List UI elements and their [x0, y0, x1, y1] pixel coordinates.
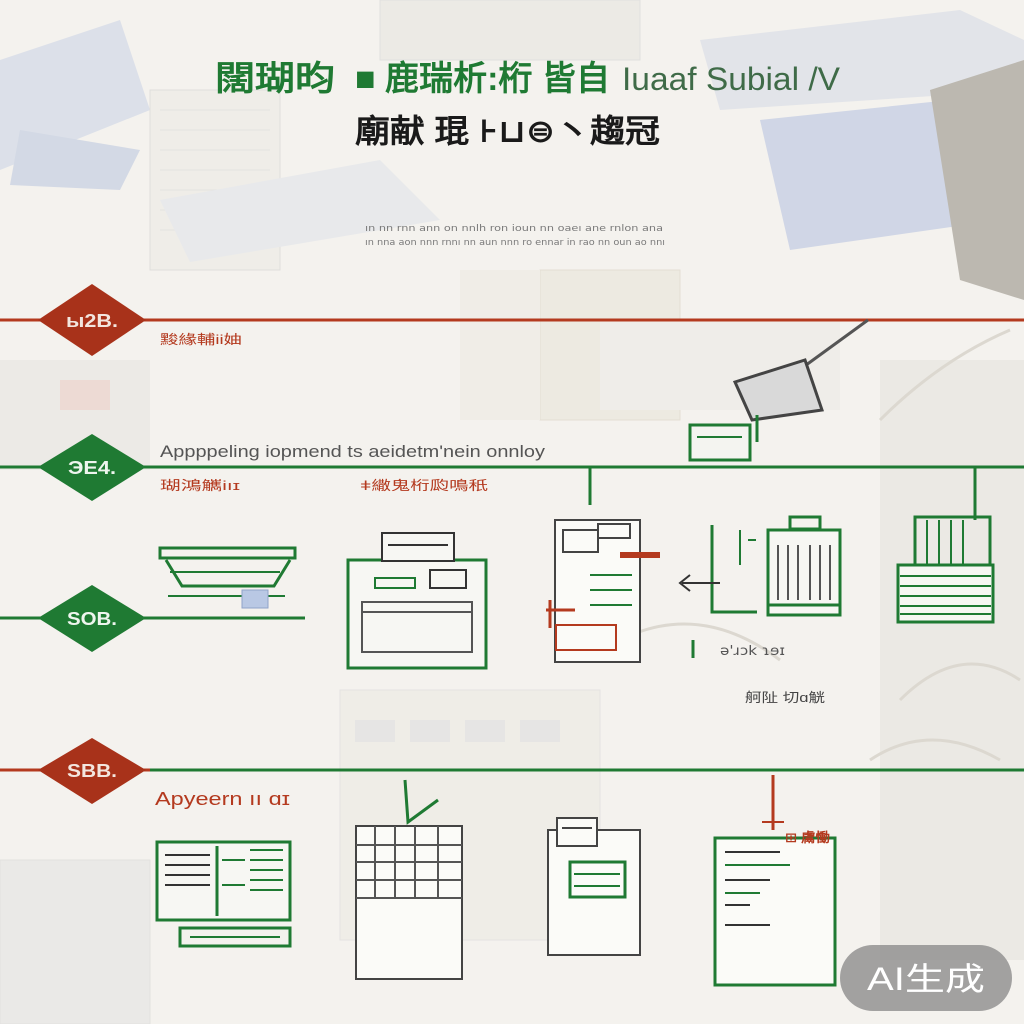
ai-generated-badge: AI生成: [840, 945, 1012, 1011]
document-arrow-icon: [678, 525, 757, 658]
row-marker-label: SBB.: [67, 761, 117, 781]
report-label: ⊞ 鬳慟: [785, 830, 830, 845]
spreadsheet-icon: [355, 779, 463, 980]
row-1-caption: 黢緣輔ii妯: [160, 332, 242, 347]
title-part-1: 闊瑚昀: [215, 60, 335, 98]
intro-line-1: ın nn rnn ann on nnlh ron ioun nn oaeı a…: [365, 224, 663, 234]
building-group-caption: 舸阯 切ɑ觥: [745, 690, 825, 705]
subtitle: 廟献 琨 ⊦⊔⊜丶趨冠: [355, 113, 660, 149]
form-icon: [546, 519, 660, 663]
row-marker-2: ЭЕ4.: [38, 434, 146, 501]
row-marker-label: SOB.: [67, 609, 117, 629]
ai-generated-badge-text: AI生成: [867, 961, 985, 997]
timeline-lines: [0, 318, 1024, 772]
row-2-caption-2: ǂ繖鬼桁瓝鳴秖: [360, 478, 488, 493]
report-icon: [713, 775, 837, 987]
row-2-heading: Appppeling iopmend ts aeidetm'nein onnlo…: [160, 442, 546, 461]
tablet-icon: [688, 318, 869, 462]
row-marker-3: SOB.: [38, 585, 146, 652]
monitor-icon: [155, 840, 292, 948]
tray-icon: [158, 546, 297, 609]
building-icon: [766, 515, 842, 617]
intro-line-2: ın nna aon nnn rnnı nn aun nnn ro ennar …: [365, 238, 665, 248]
row-marker-4: SBB.: [38, 738, 146, 804]
row-marker-label: ы2В.: [66, 311, 118, 331]
row-marker-1: ы2В.: [38, 284, 146, 356]
row-4-caption: Apyeern ıı ɑɪ: [155, 789, 290, 809]
document-arrow-caption: ǝ'ɹɔk ɿɘɪ: [720, 644, 785, 659]
row-marker-label: ЭЕ4.: [68, 458, 116, 478]
document-icon: [547, 817, 641, 956]
printer-icon: [346, 532, 488, 670]
title-part-3: Iuaaf Subial /V: [622, 61, 841, 97]
grid-panel-icon: [896, 515, 995, 624]
title-part-2: ■ 鹿瑞析:桁 皆自: [355, 60, 610, 98]
row-2-caption-1: 瑚鴻觽iıɪ: [160, 478, 241, 493]
